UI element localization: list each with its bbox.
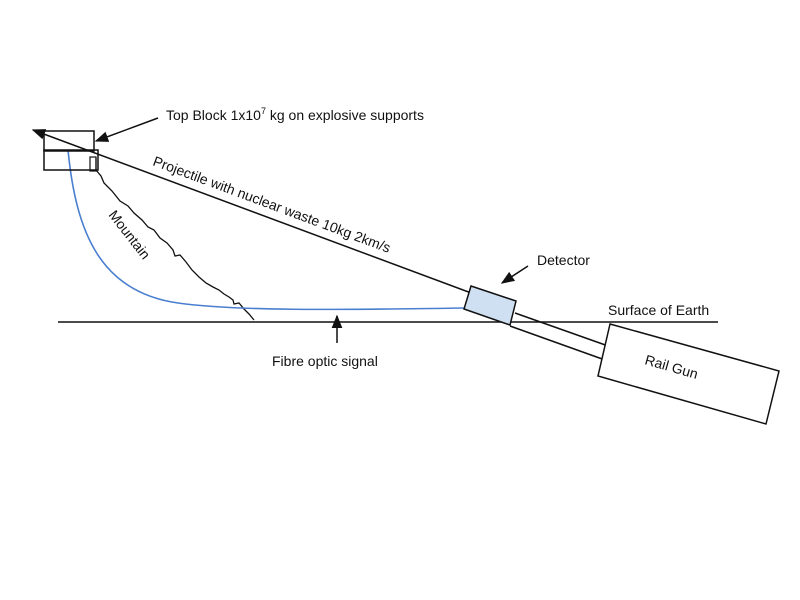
top-block-label: Top Block 1x107 kg on explosive supports [166, 106, 424, 123]
fibre-optic-cable [67, 149, 467, 311]
mountain-outline [95, 158, 255, 321]
support-post [89, 156, 97, 172]
detector-box [463, 285, 517, 326]
detector-pointer-arrow [500, 265, 529, 284]
gun-barrel-lower-rail [509, 325, 606, 361]
projectile-trajectory [31, 129, 491, 301]
top-block [43, 130, 95, 152]
gun-barrel-upper-rail [514, 312, 612, 348]
surface-label: Surface of Earth [608, 302, 709, 318]
explosive-support-block [43, 149, 99, 171]
detector-label: Detector [537, 252, 590, 268]
fibre-label: Fibre optic signal [272, 353, 378, 369]
rail-gun-body [597, 323, 780, 425]
projectile-label: Projectile with nuclear waste 10kg 2km/s [151, 153, 393, 256]
top-block-pointer-arrow [94, 117, 159, 142]
mountain-label: Mountain [106, 207, 154, 262]
